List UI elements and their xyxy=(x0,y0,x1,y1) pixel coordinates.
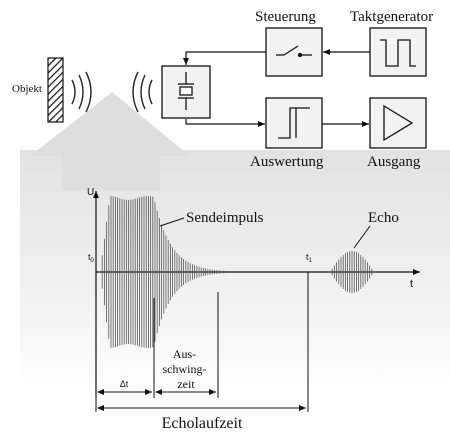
clock-label: Taktgenerator xyxy=(350,9,433,25)
echo-waveform xyxy=(331,251,373,293)
object-label: Objekt xyxy=(12,83,42,95)
switch-icon xyxy=(276,45,312,58)
reflected-waves xyxy=(71,71,92,113)
object-plate xyxy=(47,57,64,123)
t1-label: t1 xyxy=(306,252,313,264)
evaluation-label: Auswertung xyxy=(250,154,324,170)
send-pulse-leader xyxy=(159,217,185,227)
big-up-arrow xyxy=(30,92,190,190)
evaluation-block xyxy=(265,97,323,149)
ringdown-label: Aus- schwing- zeit xyxy=(163,347,210,391)
x-axis-label: t xyxy=(410,278,413,290)
dt-label: Δt xyxy=(120,379,129,389)
echo-label: Echo xyxy=(368,210,399,226)
emitted-waves xyxy=(132,71,153,113)
block-connections xyxy=(183,49,370,127)
t0-label: t0 xyxy=(88,252,95,264)
control-block xyxy=(265,27,323,77)
schmitt-trigger-icon xyxy=(278,107,310,139)
echo-leader xyxy=(353,225,371,249)
send-pulse-label: Sendeimpuls xyxy=(186,210,264,226)
square-wave-icon xyxy=(380,39,416,67)
control-label: Steuerung xyxy=(255,9,316,25)
transducer-icon xyxy=(178,72,194,110)
output-label: Ausgang xyxy=(367,154,421,170)
amplifier-icon xyxy=(383,104,414,142)
output-block xyxy=(369,97,427,149)
echo-time-label: Echolaufzeit xyxy=(162,415,243,432)
send-pulse-waveform xyxy=(101,196,233,348)
dimension-lines xyxy=(95,272,309,412)
y-axis-label: U xyxy=(87,187,94,198)
